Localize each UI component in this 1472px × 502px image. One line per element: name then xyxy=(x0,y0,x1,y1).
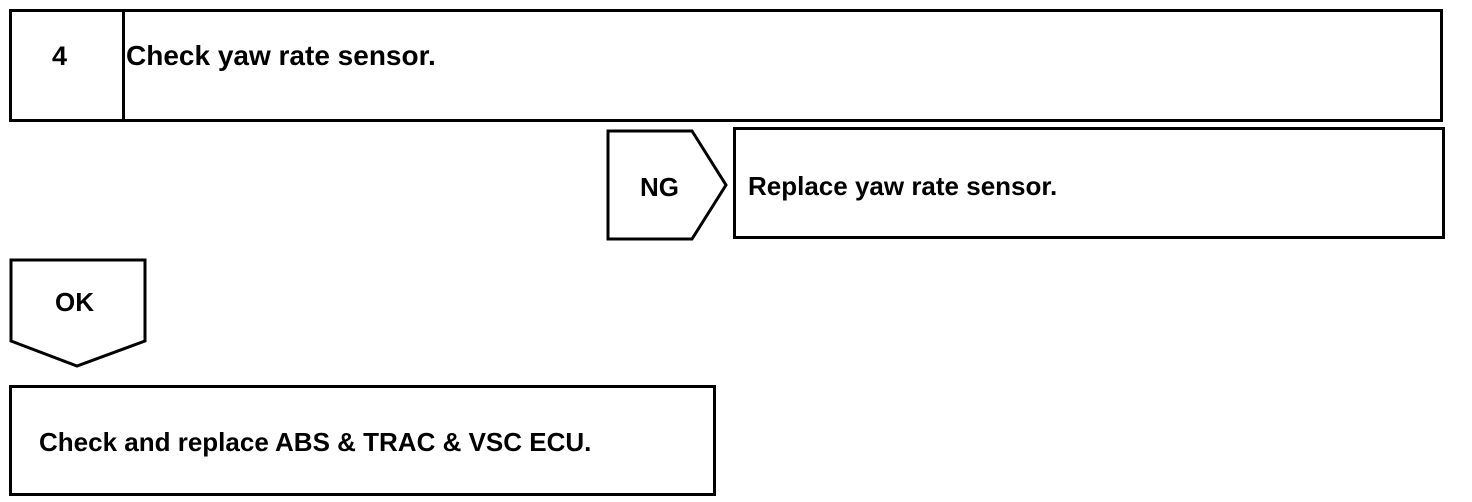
ng-action-text: Replace yaw rate sensor. xyxy=(748,171,1058,201)
step-box xyxy=(9,9,1443,122)
ok-action-box xyxy=(9,385,716,496)
step-number: 4 xyxy=(52,41,68,71)
step-divider xyxy=(122,12,125,119)
ok-arrow-shape xyxy=(9,258,147,368)
ok-action-text: Check and replace ABS & TRAC & VSC ECU. xyxy=(39,427,592,457)
ok-label: OK xyxy=(55,287,94,317)
step-title: Check yaw rate sensor. xyxy=(126,40,436,71)
ng-action-box xyxy=(733,127,1445,239)
ng-label: NG xyxy=(640,172,679,202)
ng-arrow-shape xyxy=(606,129,728,241)
